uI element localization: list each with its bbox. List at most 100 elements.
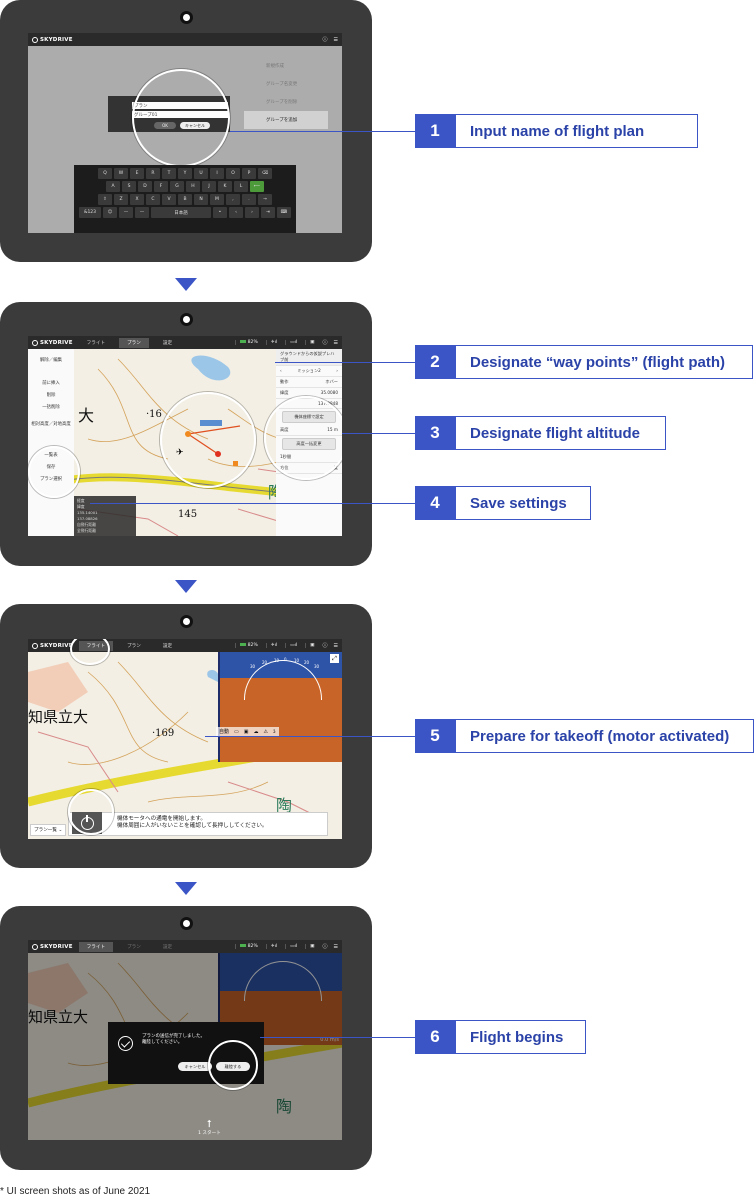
keyboard-key[interactable]: ⇧ (98, 194, 112, 205)
help-icon[interactable]: ⓘ (322, 643, 328, 649)
keyboard-key[interactable]: X (130, 194, 144, 205)
keyboard-key[interactable]: V (162, 194, 176, 205)
tab-settings[interactable]: 設定 (162, 340, 173, 346)
keyboard-key[interactable]: → (258, 194, 272, 205)
help-icon[interactable]: ⓘ (322, 340, 328, 346)
start-control[interactable]: ⭡ 1 スタート (198, 1119, 221, 1136)
keyboard-key[interactable]: , (226, 194, 240, 205)
menu-item-add-group[interactable]: グループを追加 (244, 111, 328, 129)
keyboard-key[interactable]: ⇥ (261, 207, 275, 218)
keyboard-key[interactable]: 日本語 (151, 207, 211, 218)
screen-flight-begins: SKYDRIVE フライト プラン 設定 82% ✈ıl ▭ıl ▣ ⓘ ☰ 知… (28, 940, 342, 1140)
keyboard-key[interactable]: Q (98, 168, 112, 179)
menu-icon[interactable]: ☰ (333, 642, 338, 649)
keyboard-key[interactable]: P (242, 168, 256, 179)
keyboard-key[interactable]: E (130, 168, 144, 179)
keyboard-key[interactable]: R (146, 168, 160, 179)
menu-icon[interactable]: ☰ (333, 943, 338, 950)
keyboard-key[interactable]: • (213, 207, 227, 218)
highlight-circle-waypoints (160, 392, 256, 488)
keyboard-key[interactable]: H (186, 181, 200, 192)
contour-lines (67, 661, 269, 803)
menu-icon[interactable]: ☰ (333, 339, 338, 346)
keyboard-key[interactable]: ⟵ (250, 181, 264, 192)
tab-flight[interactable]: フライト (78, 941, 114, 952)
menu-item-rename[interactable]: グループ名変更 (266, 82, 298, 87)
highlight-circle-save (28, 446, 80, 498)
keyboard-key[interactable]: D (138, 181, 152, 192)
keyboard-key[interactable]: ☺ (103, 207, 117, 218)
expand-icon[interactable]: ⤢ (330, 654, 339, 663)
keyboard-key[interactable]: M (210, 194, 224, 205)
keyboard-key[interactable]: A (106, 181, 120, 192)
prompt-line-1: 機体モータへの通電を開始します。 (117, 816, 206, 822)
keyboard-key[interactable]: G (170, 181, 184, 192)
keyboard-key[interactable]: . (242, 194, 256, 205)
logo-icon (32, 642, 38, 649)
drone-signal-icon: ✈ıl (265, 944, 279, 949)
tab-settings[interactable]: 設定 (162, 944, 173, 950)
keyboard-key[interactable]: T (162, 168, 176, 179)
keyboard-key[interactable]: L (234, 181, 248, 192)
keyboard-key[interactable]: C (146, 194, 160, 205)
keyboard-key[interactable]: — (135, 207, 149, 218)
plan-list-select[interactable]: プラン一覧 ⌄ (30, 824, 67, 836)
cancel-button[interactable]: キャンセル (178, 1062, 212, 1071)
elevation-label: ·169 (152, 728, 175, 739)
keyboard-key[interactable]: ⌨ (277, 207, 291, 218)
tab-flight[interactable]: フライト (86, 340, 106, 346)
callout-line-3 (342, 433, 416, 434)
insert-before-button[interactable]: 前に挿入 (42, 381, 60, 386)
help-icon[interactable]: ⓘ (322, 37, 328, 43)
step-badge-3: 3 (415, 416, 455, 450)
keyboard-key[interactable]: B (178, 194, 192, 205)
brand-logo: SKYDRIVE (32, 943, 73, 950)
action-select[interactable]: ホバー (325, 379, 338, 384)
menu-icon[interactable]: ☰ (333, 36, 338, 43)
group-menu: 新規作成 グループ名変更 グループを削除 グループを追加 (244, 57, 328, 129)
tab-plan[interactable]: プラン (119, 337, 149, 348)
keyboard-key[interactable]: — (119, 207, 133, 218)
chevron-right-icon[interactable]: › (336, 368, 338, 373)
keyboard-key[interactable]: W (114, 168, 128, 179)
keyboard-key[interactable]: Y (178, 168, 192, 179)
urban-area (28, 963, 88, 1013)
keyboard-key[interactable]: O (226, 168, 240, 179)
tab-settings[interactable]: 設定 (162, 643, 173, 649)
camera-dot (180, 11, 193, 24)
keyboard-key[interactable]: › (245, 207, 259, 218)
tablet-frame-3: SKYDRIVE フライト プラン 設定 82% ✈ıl ▭ıl ▣ ⓘ ☰ 知… (0, 604, 372, 868)
camera-icon: ▣ (243, 728, 249, 735)
tablet-frame-2: SKYDRIVE フライト プラン 設定 82% ✈ıl ▭ıl ▣ ⓘ ☰ 大… (0, 302, 372, 566)
tab-plan[interactable]: プラン (127, 944, 141, 950)
keyboard-key[interactable]: &123 (79, 207, 101, 218)
menu-item-new[interactable]: 新規作成 (266, 64, 284, 69)
panel-title: グラウンドからの仮説プレハブ前 (276, 349, 342, 366)
warning-icon[interactable]: ⚠ (263, 728, 268, 735)
help-icon[interactable]: ⓘ (322, 944, 328, 950)
keyboard-key[interactable]: I (210, 168, 224, 179)
unlock-edit-button[interactable]: 解除／編集 (40, 358, 62, 363)
action-row[interactable]: 動作ホバー (276, 377, 342, 388)
keyboard-key[interactable]: U (194, 168, 208, 179)
altitude-mode-toggle[interactable]: 相対高度／対地高度 (31, 422, 71, 427)
keyboard-key[interactable]: F (154, 181, 168, 192)
keyboard-key[interactable]: ⌫ (258, 168, 272, 179)
menu-item-delete[interactable]: グループを削除 (266, 100, 298, 105)
drone-signal-icon: ✈ıl (265, 340, 279, 345)
delete-all-button[interactable]: 一括削除 (42, 405, 60, 410)
tab-plan[interactable]: プラン (127, 643, 141, 649)
keyboard-key[interactable]: S (122, 181, 136, 192)
keyboard-key[interactable]: ‹ (229, 207, 243, 218)
delete-button[interactable]: 削除 (46, 393, 56, 398)
keyboard-key[interactable]: J (202, 181, 216, 192)
keyboard-key[interactable]: N (194, 194, 208, 205)
screen-waypoints: SKYDRIVE フライト プラン 設定 82% ✈ıl ▭ıl ▣ ⓘ ☰ 大… (28, 336, 342, 536)
mission-row[interactable]: ‹ミッション2› (276, 366, 342, 377)
highlight-circle-takeoff (208, 1040, 258, 1090)
keyboard-key[interactable]: K (218, 181, 232, 192)
keyboard-key[interactable]: Z (114, 194, 128, 205)
chevron-left-icon[interactable]: ‹ (280, 368, 282, 373)
check-circle-icon (118, 1036, 133, 1051)
